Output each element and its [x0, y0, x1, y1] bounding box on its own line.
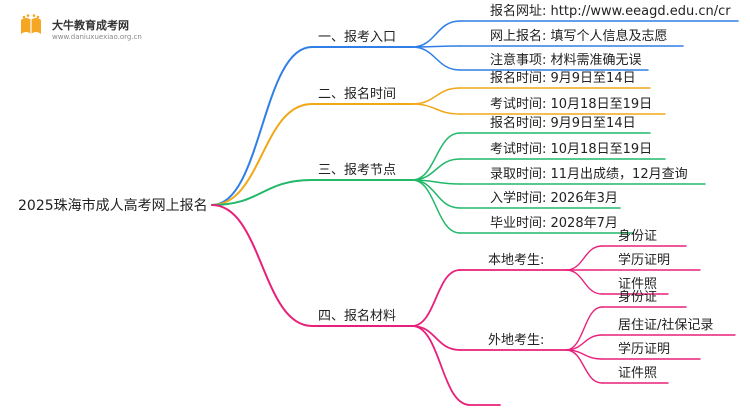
- branch-link-2: [211, 103, 313, 206]
- group-leaf-2-3: 学历证明: [618, 342, 671, 357]
- group-leaf-link-2-4: [565, 349, 603, 384]
- branch-link-3: [211, 179, 313, 206]
- group-label-1: 本地考生:: [488, 253, 545, 268]
- leaf-link-2-1: [411, 87, 461, 105]
- leaf-link-3-2: [411, 158, 461, 181]
- group-leaf-2-2: 居住证/社保记录: [618, 318, 714, 333]
- branch-topic-1: 一、报考入口: [318, 30, 397, 45]
- group-leaf-1-3: 证件照: [618, 277, 658, 292]
- logo-url: www.daniuxuexiao.org.cn: [52, 33, 142, 41]
- leaf-link-2-2: [411, 103, 461, 115]
- leaf-link-1-3: [411, 46, 461, 71]
- leaf-3-3: 录取时间: 11月出成绩，12月查询: [490, 167, 688, 182]
- logo-title: 大牛教育成考网: [52, 19, 129, 32]
- leaf-1-2: 网上报名: 填写个人信息及志愿: [490, 29, 668, 44]
- leaf-3-4: 入学时间: 2026年3月: [490, 191, 618, 206]
- branch-topic-2: 二、报名时间: [318, 87, 397, 102]
- group-leaf-1-1: 身份证: [618, 229, 658, 244]
- leaf-2-2: 考试时间: 10月18日至19日: [490, 97, 653, 112]
- leaf-link-3-1: [411, 132, 461, 181]
- leaf-2-1: 报名时间: 9月9日至14日: [490, 71, 636, 86]
- group-leaf-2-1: 身份证: [618, 290, 658, 305]
- book-logo-icon: [21, 14, 41, 34]
- group-link-2: [411, 325, 461, 351]
- root-topic: 2025珠海市成人高考网上报名: [18, 198, 208, 214]
- brand-logo: 大牛教育成考网 www.daniuxuexiao.org.cn: [18, 14, 158, 44]
- leaf-3-5: 毕业时间: 2028年7月: [490, 216, 618, 231]
- group-link-1: [411, 269, 461, 327]
- branch-topic-4: 四、报名材料: [318, 309, 397, 324]
- branch-topic-3: 三、报考节点: [318, 163, 397, 178]
- group-leaf-link-1-1: [565, 245, 603, 271]
- group-leaf-1-2: 学历证明: [618, 253, 671, 268]
- leaf-3-2: 考试时间: 10月18日至19日: [490, 142, 653, 157]
- leaf-3-1: 报名时间: 9月9日至14日: [490, 116, 636, 131]
- branch-link-1: [211, 46, 313, 206]
- leaf-1-3: 注意事项: 材料需准确无误: [490, 53, 642, 68]
- group-leaf-link-1-3: [565, 269, 603, 295]
- leaf-1-1: 报名网址: http://www.eeagd.edu.cn/cr: [490, 4, 731, 19]
- group-label-2: 外地考生:: [488, 333, 545, 348]
- group-leaf-link-2-1: [565, 306, 603, 351]
- group-leaf-2-4: 证件照: [618, 366, 658, 381]
- branch-link-4: [211, 204, 313, 327]
- leaf-link-1-1: [411, 20, 461, 48]
- empty-node-link: [411, 325, 471, 406]
- leaf-link-3-5: [411, 179, 461, 234]
